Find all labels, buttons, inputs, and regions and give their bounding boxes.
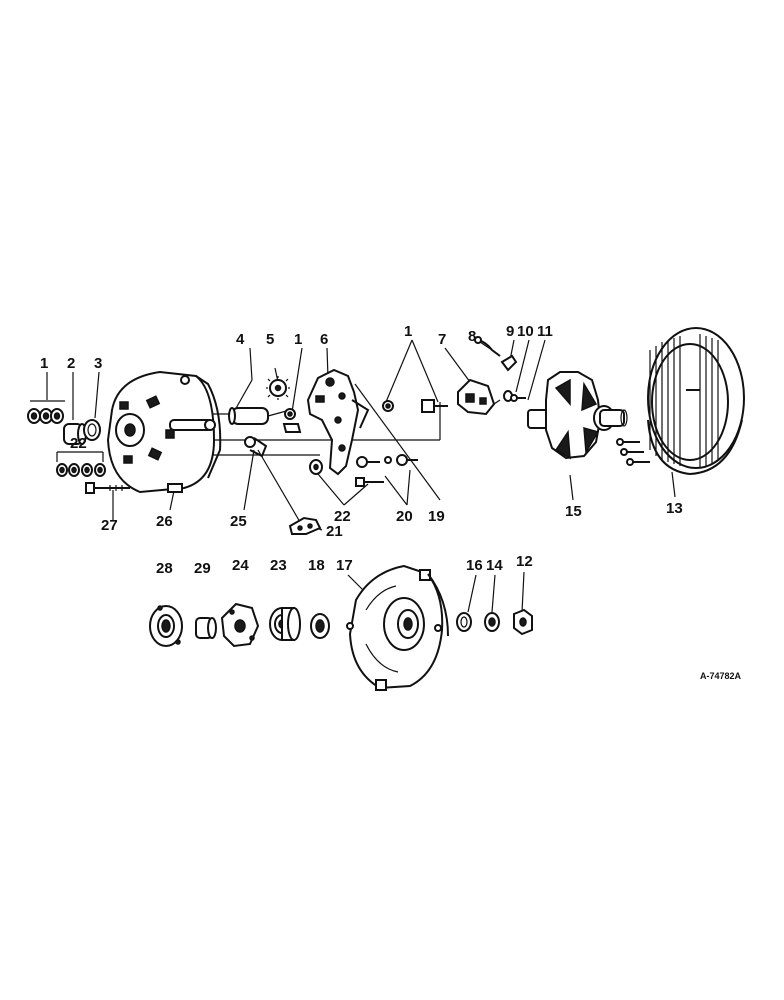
part-18-seal [310, 613, 330, 639]
callout-7: 7 [438, 331, 446, 348]
part-22-washer-set-left [56, 463, 106, 477]
part-4-capacitor [228, 407, 291, 425]
part-28-bearing-retainer [149, 605, 183, 647]
part-16-spacer [456, 612, 472, 632]
callout-15: 15 [565, 503, 582, 520]
callout-12: 12 [516, 553, 533, 570]
callout-8: 8 [468, 328, 476, 345]
callout-22-left: 22 [70, 435, 87, 452]
callout-14: 14 [486, 557, 503, 574]
part-20-screws [355, 454, 418, 487]
callout-3: 3 [94, 355, 102, 372]
part-12-nut [513, 608, 533, 636]
part-24-plate [220, 602, 260, 648]
part-11-screw [510, 394, 526, 402]
callout-27: 27 [101, 517, 118, 534]
callout-6: 6 [320, 331, 328, 348]
callout-17: 17 [336, 557, 353, 574]
callout-26: 26 [156, 513, 173, 530]
part-1-screw-right [382, 399, 448, 413]
callout-11: 11 [537, 323, 553, 340]
part-22-washer-mid [309, 459, 323, 475]
callout-labels: 1 2 3 4 5 1 6 1 7 8 9 10 11 22 27 26 25 … [40, 323, 683, 577]
callout-24: 24 [232, 557, 249, 574]
callout-23: 23 [270, 557, 287, 574]
callout-10: 10 [517, 323, 534, 340]
callout-9: 9 [506, 323, 514, 340]
part-21-terminal [288, 516, 322, 535]
part-3-seal [83, 419, 101, 441]
part-9-brush [500, 354, 518, 372]
part-29-sleeve [195, 617, 217, 639]
callout-1: 1 [40, 355, 48, 372]
callout-18: 18 [308, 557, 325, 574]
part-23-bearing [269, 607, 301, 641]
part-26-end-frame [106, 370, 222, 494]
callout-19: 19 [428, 508, 445, 525]
part-6-rectifier-assembly [306, 368, 370, 476]
callout-4: 4 [236, 331, 245, 348]
callout-13: 13 [666, 500, 683, 517]
part-15-rotor [527, 371, 628, 460]
part-27-bolt [85, 482, 130, 494]
callout-25: 25 [230, 513, 247, 530]
callout-21: 21 [326, 523, 343, 540]
part-8-brush-lead [474, 336, 501, 357]
callout-22-mid: 22 [334, 508, 351, 525]
callout-1-right: 1 [404, 323, 412, 340]
callout-20: 20 [396, 508, 413, 525]
part-7-brush-holder [457, 378, 501, 416]
part-5-gear [266, 376, 290, 400]
callout-28: 28 [156, 560, 173, 577]
part-2-spacer [63, 423, 87, 445]
callout-29: 29 [194, 560, 211, 577]
callout-1-mid: 1 [294, 331, 302, 348]
part-1-screw-mid [282, 408, 302, 433]
callout-2: 2 [67, 355, 75, 372]
callout-16: 16 [466, 557, 483, 574]
part-14-lockwasher [484, 612, 500, 632]
drawing-reference-code: A-74782A [700, 671, 742, 681]
part-13-stator [647, 327, 745, 476]
part-25-clip [244, 436, 268, 458]
callout-5: 5 [266, 331, 274, 348]
part-1-nut-set-left [27, 408, 64, 424]
part-13-stator-screws [616, 438, 650, 466]
part-17-drive-end-frame [346, 564, 449, 691]
